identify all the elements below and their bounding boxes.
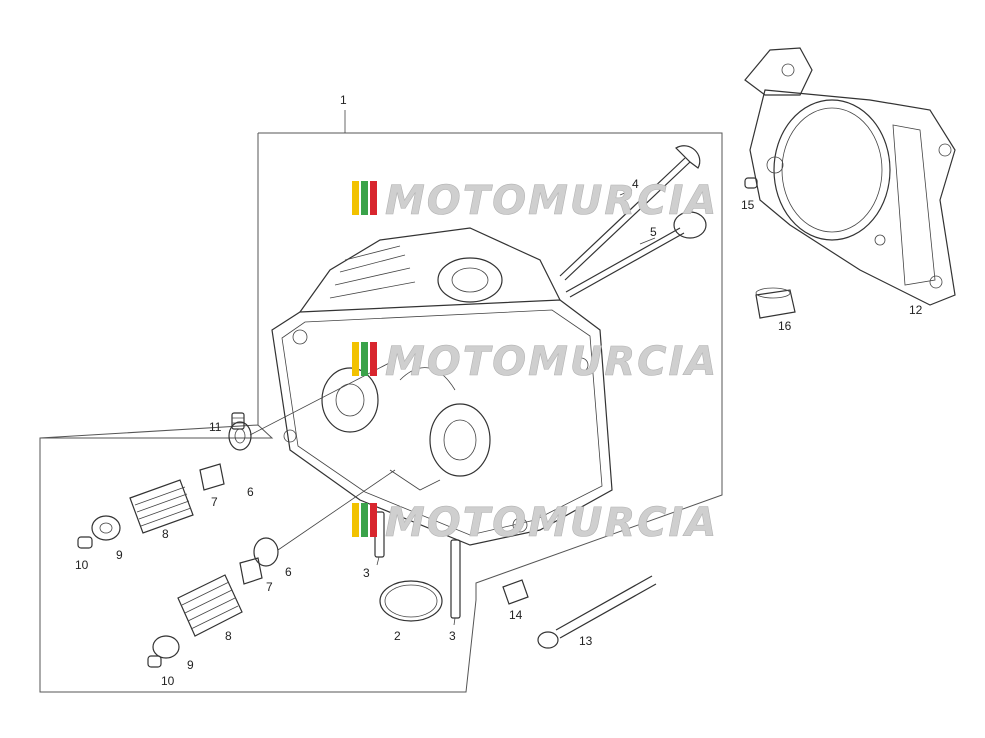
assembly-frame-lower <box>39 133 477 693</box>
bushing-16 <box>755 287 796 319</box>
callout-7a: 7 <box>211 495 218 509</box>
callout-6b: 6 <box>285 565 292 579</box>
callout-4: 4 <box>632 177 639 191</box>
dowel-pin-15 <box>744 177 758 189</box>
callout-7b: 7 <box>266 580 273 594</box>
callout-14: 14 <box>509 608 523 622</box>
callout-1: 1 <box>340 93 347 107</box>
watermark-bottom: MOTOMURCIA <box>352 500 718 546</box>
callout-13: 13 <box>579 634 593 648</box>
callout-2: 2 <box>394 629 401 643</box>
callout-5: 5 <box>650 225 657 239</box>
svg-text:MOTOMURCIA: MOTOMURCIA <box>385 500 718 546</box>
bolt-13 <box>537 575 657 649</box>
callout-10a: 10 <box>75 558 89 572</box>
leader-lines <box>376 189 656 626</box>
cylinder-head <box>271 227 613 546</box>
assembly-frame-upper <box>258 132 723 600</box>
svg-text:MOTOMURCIA: MOTOMURCIA <box>385 339 718 385</box>
valve-5 <box>565 211 707 298</box>
callout-6a: 6 <box>247 485 254 499</box>
plug-14 <box>502 579 529 605</box>
callout-9a: 9 <box>116 548 123 562</box>
watermark-middle: MOTOMURCIA <box>352 339 718 385</box>
dowel-pin-3b <box>450 539 461 619</box>
callout-15: 15 <box>741 198 755 212</box>
callout-3b: 3 <box>449 629 456 643</box>
callout-10b: 10 <box>161 674 175 688</box>
callout-8a: 8 <box>162 527 169 541</box>
lower-valve-spring-set <box>147 469 396 668</box>
callout-8b: 8 <box>225 629 232 643</box>
callout-9b: 9 <box>187 658 194 672</box>
plug-11 <box>231 412 245 430</box>
callout-11: 11 <box>209 420 222 434</box>
o-ring-2 <box>379 580 443 622</box>
valve-4 <box>559 145 701 281</box>
upper-valve-spring-set <box>77 359 396 549</box>
head-gasket <box>744 47 956 306</box>
watermark-top: MOTOMURCIA <box>352 178 718 224</box>
callout-12: 12 <box>909 303 923 317</box>
callout-16: 16 <box>778 319 792 333</box>
svg-text:MOTOMURCIA: MOTOMURCIA <box>385 178 718 224</box>
callout-3a: 3 <box>363 566 370 580</box>
